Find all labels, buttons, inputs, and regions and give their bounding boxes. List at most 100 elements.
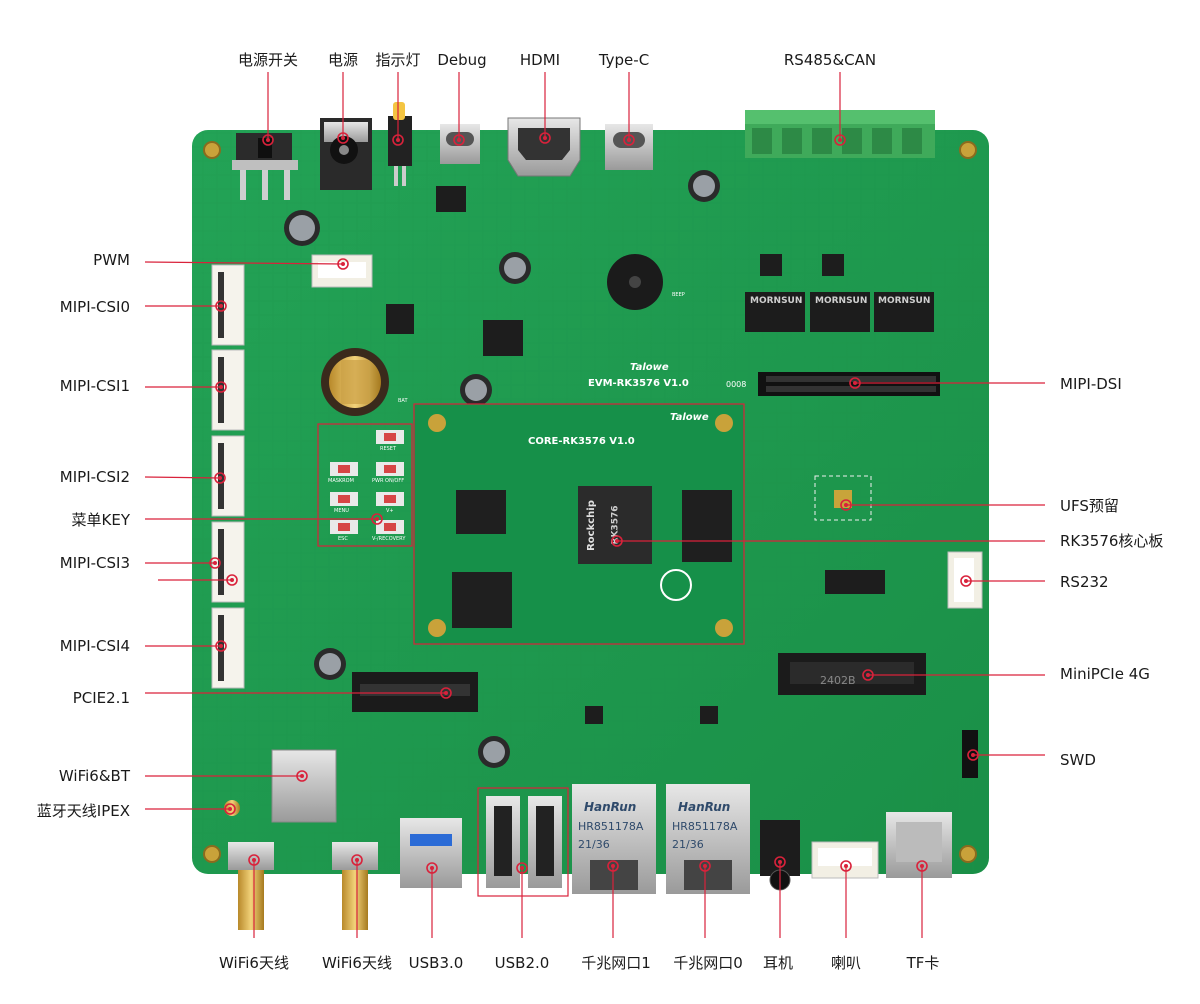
pointer-dot-right-rs232 [960,575,972,587]
mipi-csi-connectors [211,264,245,689]
label-swd: SWD [1060,751,1096,769]
pointer-dot-center-right-mipidsi [853,381,857,385]
label-hdmi: HDMI [519,51,561,69]
rs232-connector [947,551,983,609]
pointer-dot-bot-wifi2 [351,854,363,866]
led-indicator [388,102,412,186]
pointer-dot-center-right-core [615,539,619,543]
ufs-footprint [814,475,872,521]
pointer-dot-center-top-indicator [396,138,400,142]
pointer-dot-center-top-power-switch [266,138,270,142]
label-rs485-can: RS485&CAN [783,51,877,69]
usb2-frame [477,787,569,897]
pointer-dot-center-left-ipex [228,807,232,811]
pointer-dot-left-csi4 [215,640,227,652]
label-eth1: 千兆网口1 [581,954,651,972]
label-pcie: PCIE2.1 [72,689,130,707]
swd-header [962,730,978,778]
pointer-dot-top-rs485 [834,134,846,146]
label-mipi-csi1: MIPI-CSI1 [59,377,130,395]
pointer-dot-center-left-csi3 [213,561,217,565]
hanrun-2-model: HR851178A [672,820,738,833]
pointer-dot-bot-eth1 [607,860,619,872]
hanrun-1: HanRun [584,800,637,814]
pointer-dot-center-top-hdmi [543,136,547,140]
pointer-dot-right-core [611,535,623,547]
evm-brand: Talowe [630,362,669,373]
pointer-dot-bot-usb3 [426,862,438,874]
soc-chip [578,486,652,564]
mornsun-1: MORNSUN [750,296,803,306]
label-core: RK3576核心板 [1060,532,1164,550]
pointer-dot-right-minipcie [862,669,874,681]
pointer-dot-center-right-swd [971,753,975,757]
usb2-ports [486,796,562,888]
pointer-dot-center-bot-usb2 [520,866,524,870]
hanrun-1-sub: 21/36 [578,838,610,851]
pointer-dot-center-left-csi2 [218,476,222,480]
key-menu-label: MENU [334,508,349,514]
pointer-dot-bot-usb2 [516,862,528,874]
bat-label: BAT [398,398,408,404]
pointer-dot-center-bot-tf [920,864,924,868]
pointer-dot-center-top-typec [627,138,631,142]
pointer-dot-top-power [337,132,349,144]
pointer-dot-center-left-csi1 [219,385,223,389]
pointer-dot-left-csi3b [226,574,238,586]
hanrun-1-model: HR851178A [578,820,644,833]
hdmi-connector [507,117,581,177]
pointer-dot-center-left-wifibt [300,774,304,778]
key-esc-label: ESC [338,536,348,542]
pointer-dot-center-left-csi0 [219,304,223,308]
pointer-dot-left-csi3 [209,557,221,569]
label-rs232: RS232 [1060,573,1109,591]
pointer-dot-center-bot-speaker [844,864,848,868]
tf-card-slot [886,812,952,878]
pointer-dot-left-wifibt [296,770,308,782]
pointer-dot-center-right-minipcie [866,673,870,677]
speaker-connector [811,841,879,879]
pointer-dot-center-top-rs485 [838,138,842,142]
label-mipi-csi3: MIPI-CSI3 [59,554,130,572]
pointer-dot-center-bot-eth1 [611,864,615,868]
pointer-dot-center-left-pwm [341,262,345,266]
pointer-dot-bot-speaker [840,860,852,872]
label-menu-key: 菜单KEY [71,511,130,529]
wifi-module [271,749,337,823]
capacitors [284,170,720,768]
pointer-dot-left-csi0 [215,300,227,312]
pointer-line-left-csi2 [144,476,221,479]
label-wifi-ant1: WiFi6天线 [219,954,289,972]
rtc-battery-holder [321,348,389,416]
beep-label: BEEP [672,292,685,298]
rj45-ports [572,784,750,894]
code-0008: 0008 [726,380,747,389]
label-mipi-dsi: MIPI-DSI [1060,375,1122,393]
misc-components [386,186,885,724]
label-pwm: PWM [93,251,130,269]
key-maskrom-label: MASKROM [328,478,354,484]
label-usb3: USB3.0 [408,954,464,972]
key-vminus-label: V-/RECOVERY [372,536,406,542]
pointer-dot-top-debug [453,134,465,146]
pointer-dot-center-bot-usb3 [430,866,434,870]
pointer-dot-center-left-csi3b [230,578,234,582]
hanrun-2-sub: 21/36 [672,838,704,851]
pointer-dot-bot-tf [916,860,928,872]
dc-power-jack [320,118,372,190]
pointer-dot-center-top-power [341,136,345,140]
pointer-dot-bot-earphone [774,856,786,868]
key-area [317,423,413,547]
label-tf: TF卡 [906,954,940,972]
pointer-dot-center-top-debug [457,138,461,142]
pointer-dot-center-bot-wifi1 [252,858,256,862]
label-earphone: 耳机 [762,954,794,972]
minipcie-slot [778,653,926,695]
pointer-dot-right-swd [967,749,979,761]
label-typec: Type-C [598,51,650,69]
label-usb2: USB2.0 [494,954,550,972]
pointer-dot-center-right-rs232 [964,579,968,583]
pointer-dot-center-bot-wifi2 [355,858,359,862]
core-module [413,403,745,645]
audio-jack [760,820,800,891]
